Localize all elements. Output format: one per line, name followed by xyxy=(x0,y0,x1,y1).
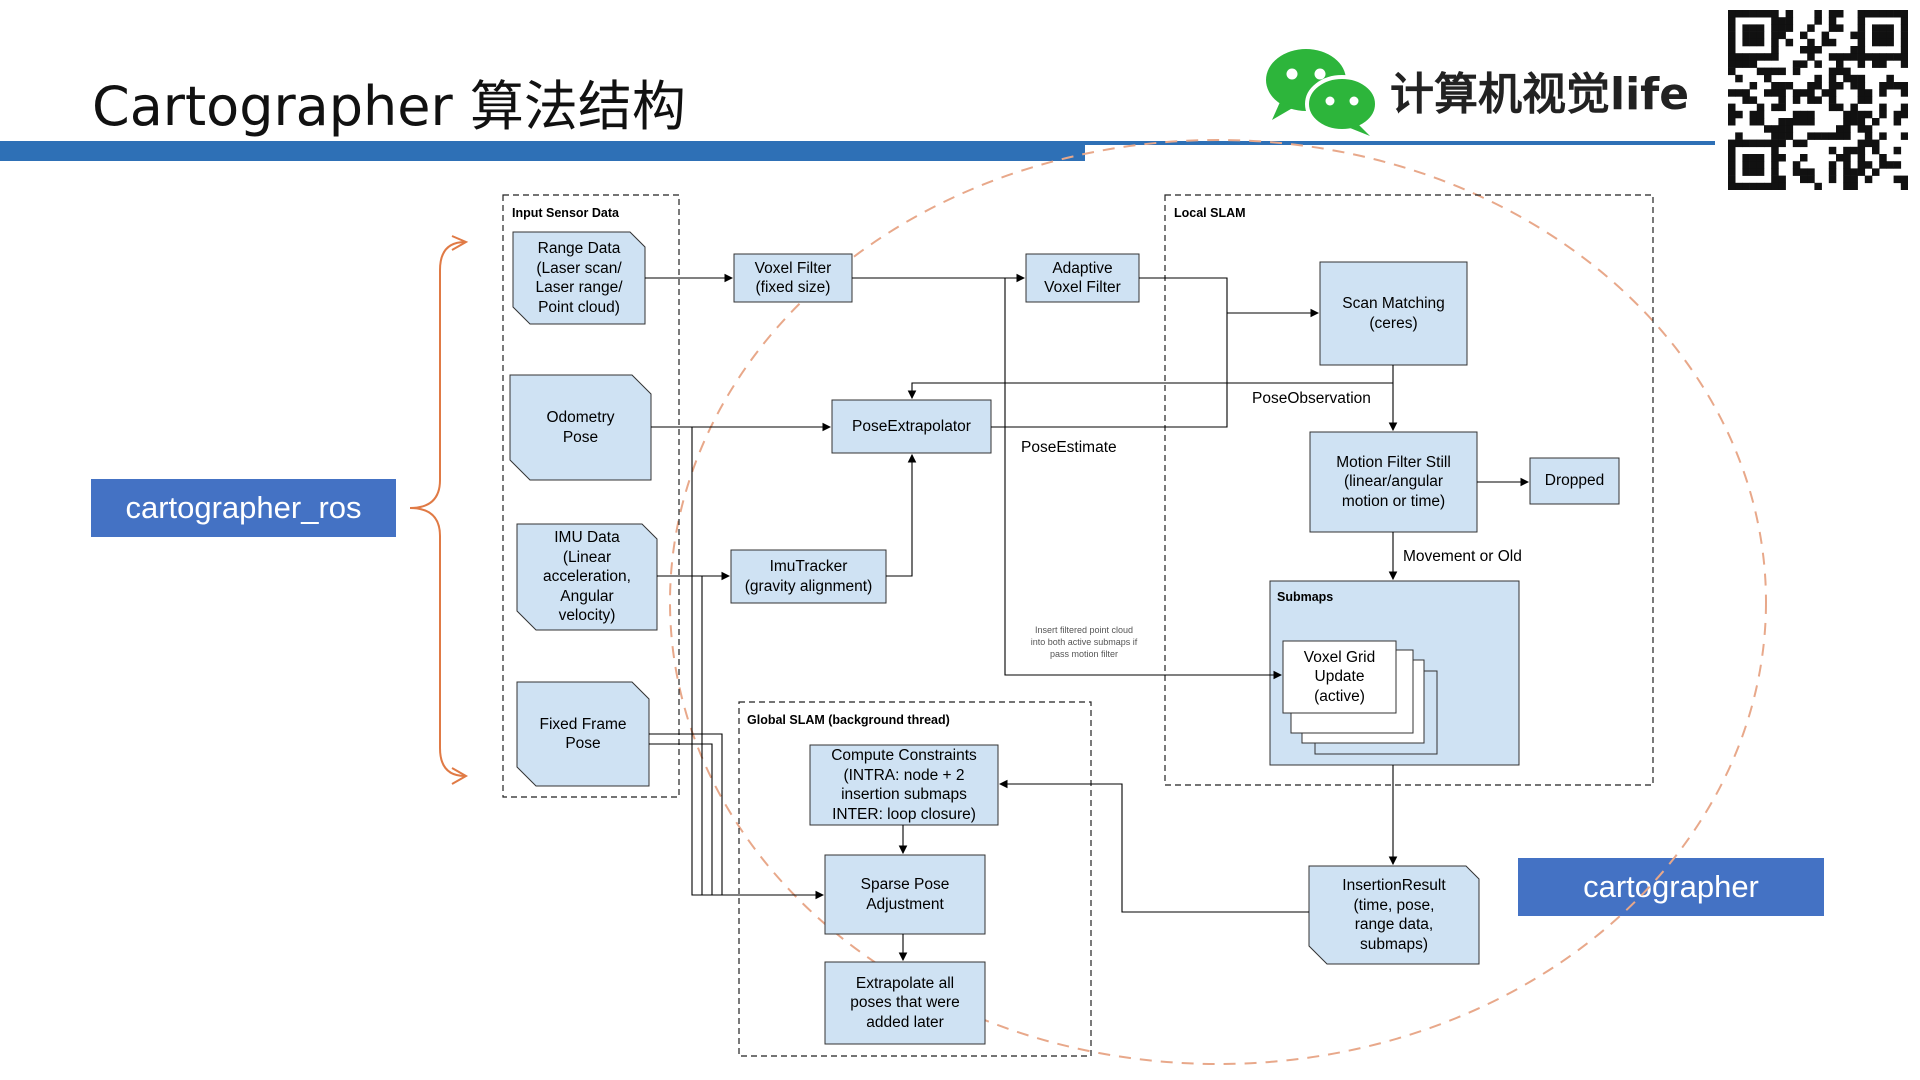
title-underline-bar xyxy=(0,141,1085,161)
wechat-logo-icon xyxy=(1266,49,1379,136)
dropped-label: Dropped xyxy=(1544,472,1605,490)
insert-note-label: Insert filtered point cloud into both ac… xyxy=(1030,625,1138,659)
qr-code-icon xyxy=(1728,10,1908,190)
extrapolate-label: Extrapolate all poses that were added la… xyxy=(850,974,960,1031)
movement-or-old-label: Movement or Old xyxy=(1403,548,1522,565)
compute-constraints-node xyxy=(809,744,999,826)
sparse-pose-node xyxy=(824,854,986,935)
pose-extrapolator-label: PoseExtrapolator xyxy=(852,417,971,435)
sensor-brace xyxy=(409,241,466,777)
global-slam-label: Global SLAM (background thread) xyxy=(747,713,950,727)
voxel-grid-label: Voxel Grid Update (active) xyxy=(1303,648,1376,705)
odometry-node xyxy=(509,374,652,481)
dropped-node xyxy=(1529,457,1620,505)
submaps-label: Submaps xyxy=(1277,590,1334,604)
compute-constraints-label: Compute Constraints (INTRA: node + 2 ins… xyxy=(831,747,977,823)
imu-tracker-node xyxy=(730,549,887,604)
range-data-label: Range Data (Laser scan/ Laser range/ Poi… xyxy=(535,240,623,316)
imu-node xyxy=(516,523,658,631)
odometry-label: Odometry Pose xyxy=(546,409,615,446)
range-data-node xyxy=(512,231,646,325)
global-slam-group xyxy=(738,701,1092,1057)
imu-tracker-label: ImuTracker (gravity alignment) xyxy=(744,558,873,595)
local-slam-group xyxy=(1164,194,1654,786)
adaptive-voxel-label: Adaptive Voxel Filter xyxy=(1044,259,1121,297)
cartographer-scope-ellipse xyxy=(669,139,1767,1065)
insertion-result-node xyxy=(1308,865,1480,965)
fixed-frame-node xyxy=(516,681,650,787)
input-sensor-group xyxy=(502,194,680,798)
adaptive-voxel-node xyxy=(1025,253,1140,303)
motion-filter-label: Motion Filter Still (linear/angular moti… xyxy=(1336,453,1451,510)
cartographer-ros-tag: cartographer_ros xyxy=(91,479,396,537)
voxel-filter-node xyxy=(733,253,853,303)
cartographer-tag: cartographer xyxy=(1518,858,1824,916)
pose-estimate-label: PoseEstimate xyxy=(1021,439,1117,456)
sparse-pose-label: Sparse Pose Adjustment xyxy=(860,876,950,913)
extrapolate-node xyxy=(824,961,986,1045)
title-underline-line xyxy=(1085,141,1715,145)
input-sensor-label: Input Sensor Data xyxy=(512,206,619,220)
insertion-result-label: InsertionResult (time, pose, range data,… xyxy=(1342,877,1446,953)
slide-title: Cartographer 算法结构 xyxy=(92,75,686,138)
brand-name: 计算机视觉life xyxy=(1390,69,1690,120)
voxel-filter-label: Voxel Filter (fixed size) xyxy=(754,259,832,297)
pose-observation-label: PoseObservation xyxy=(1252,390,1371,407)
voxel-grid-node xyxy=(1282,640,1397,714)
scan-matching-node xyxy=(1319,261,1468,366)
imu-label: IMU Data (Linear acceleration, Angular v… xyxy=(543,529,631,625)
fixed-frame-label: Fixed Frame Pose xyxy=(539,715,627,753)
scan-matching-label: Scan Matching (ceres) xyxy=(1342,295,1445,332)
local-slam-label: Local SLAM xyxy=(1174,206,1246,220)
